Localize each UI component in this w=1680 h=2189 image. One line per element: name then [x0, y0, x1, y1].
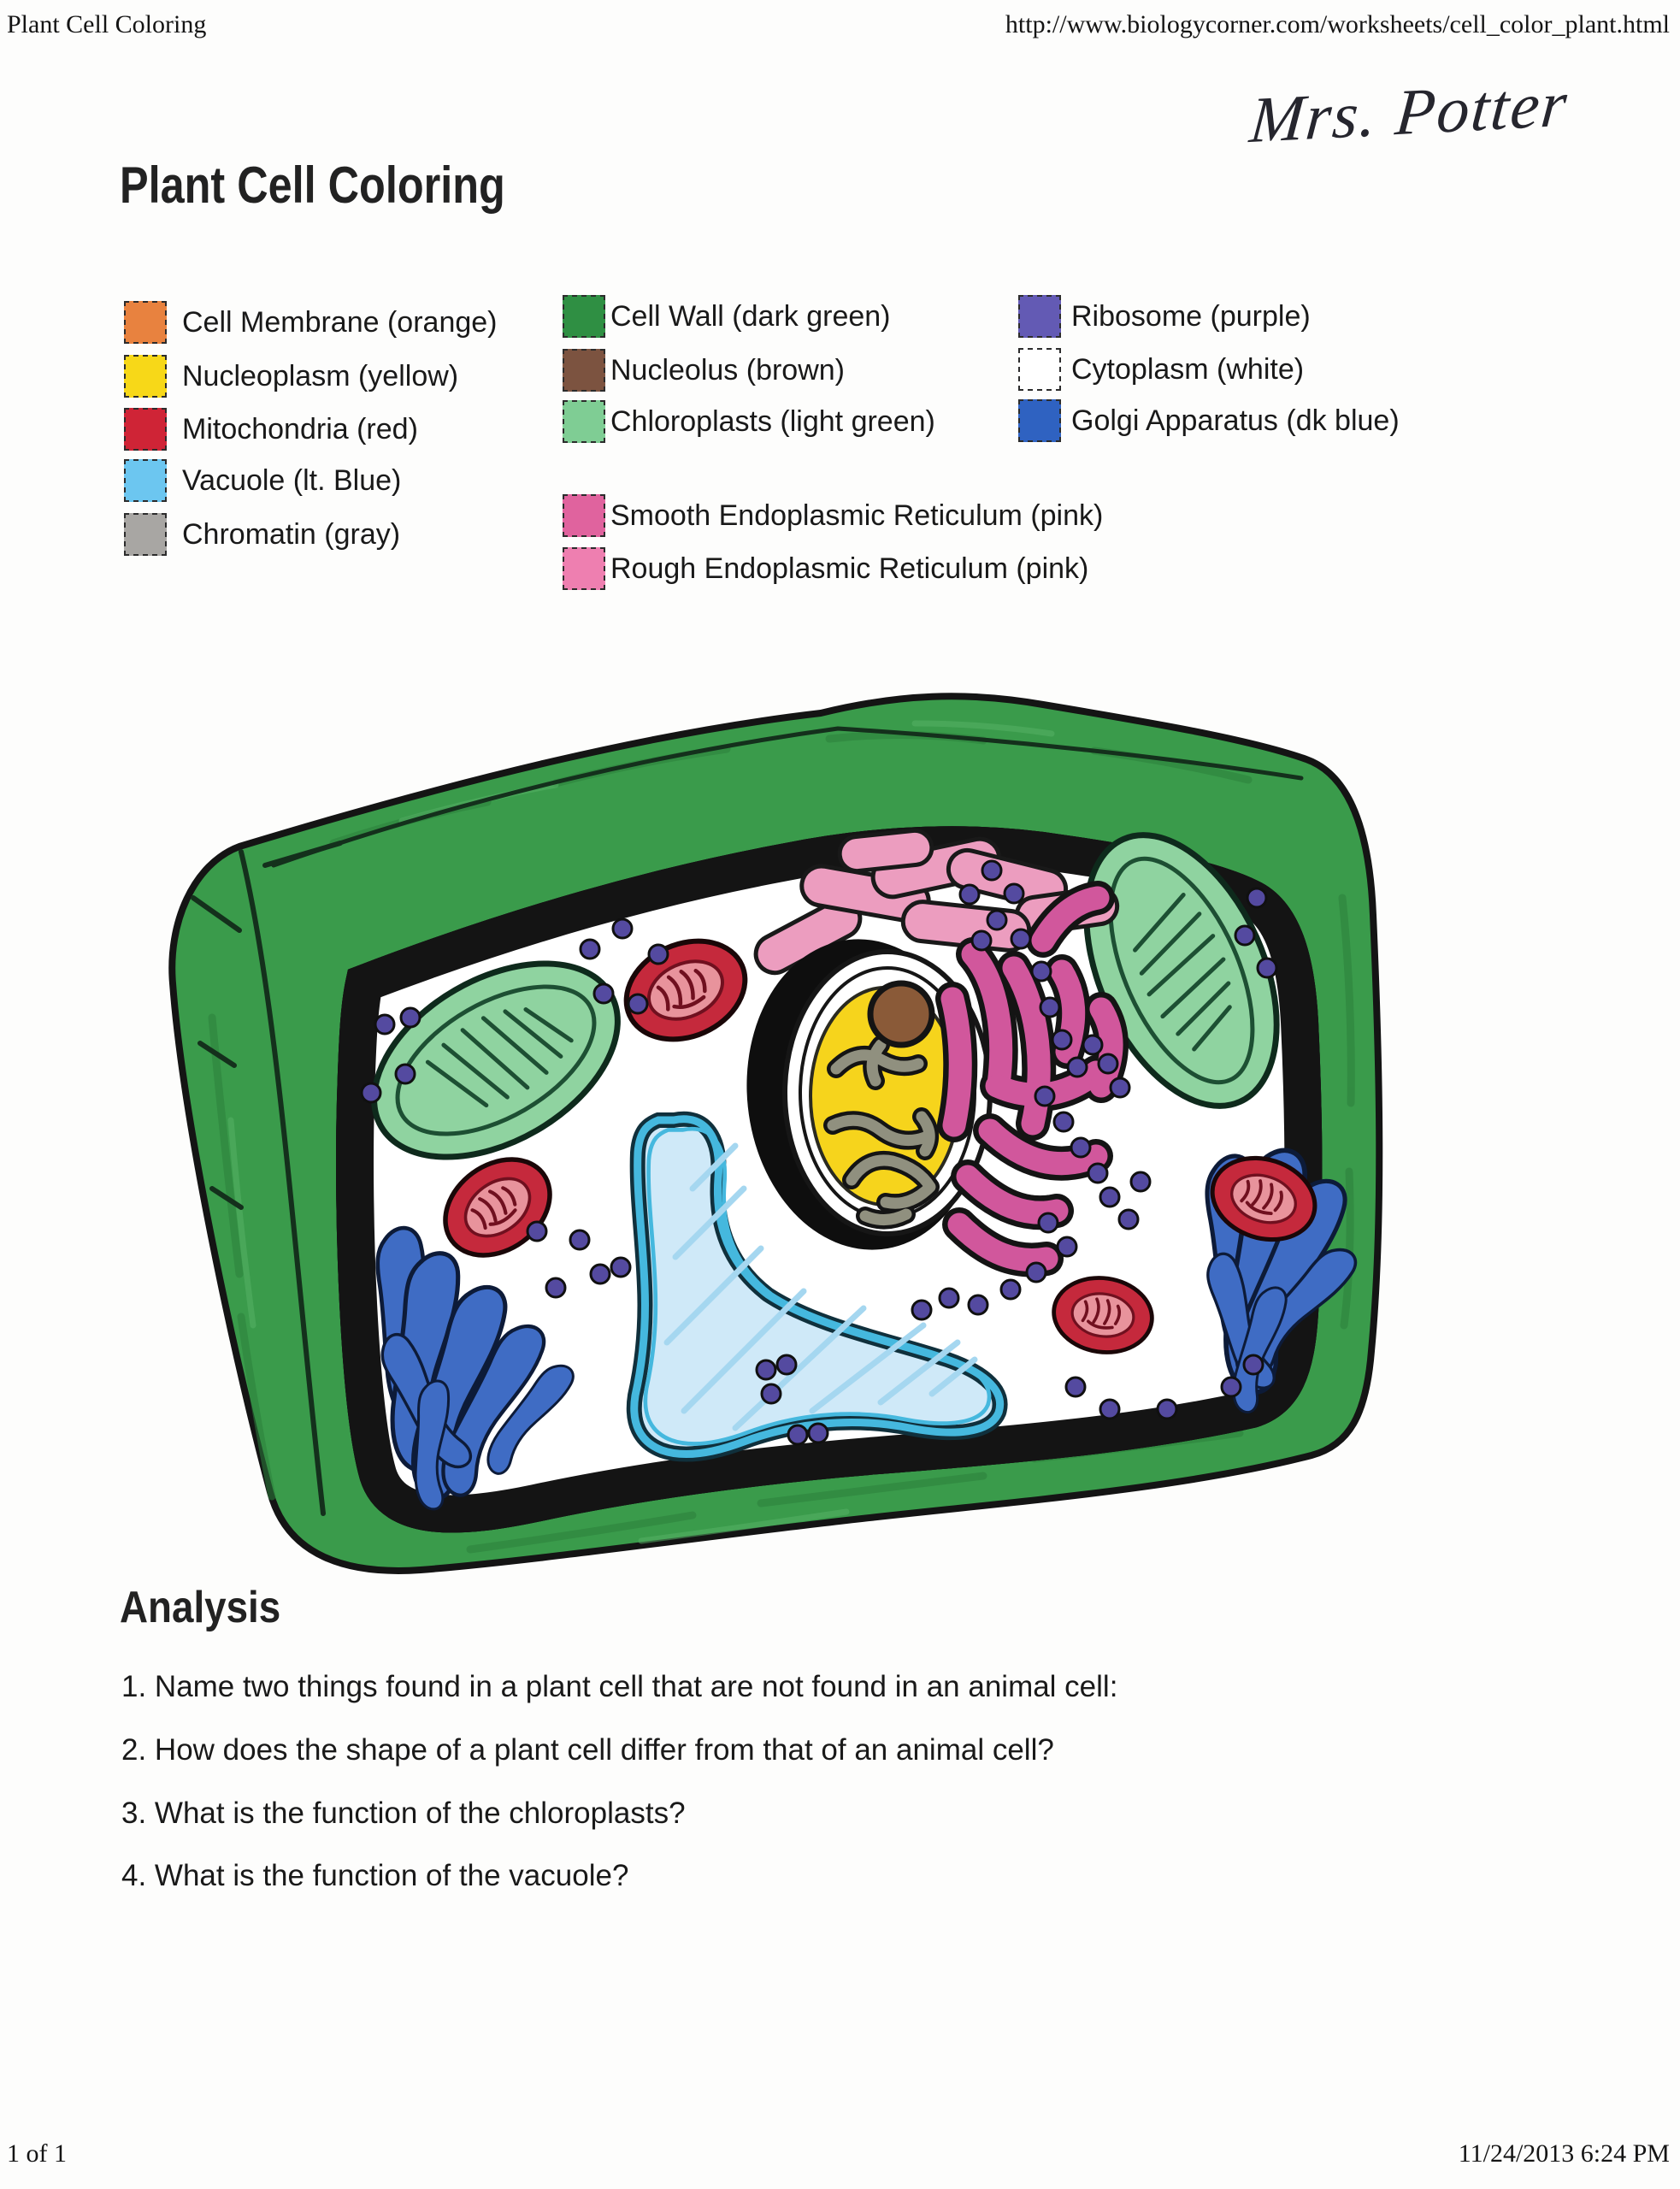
legend-item-nucleoplasm: Nucleoplasm (yellow) [124, 355, 458, 398]
legend-item-golgi: Golgi Apparatus (dk blue) [1018, 399, 1400, 442]
legend-label: Vacuole (lt. Blue) [182, 463, 402, 497]
teacher-signature: Mrs. Potter [1247, 68, 1571, 157]
legend-label: Cell Wall (dark green) [610, 299, 891, 333]
vacuole-swatch [124, 459, 167, 502]
chromatin-swatch [124, 513, 167, 556]
nucleus [746, 939, 993, 1250]
analysis-question-4: 4. What is the function of the vacuole? [121, 1859, 629, 1892]
legend-item-mitochondria: Mitochondria (red) [124, 408, 418, 451]
legend-item-cytoplasm: Cytoplasm (white) [1018, 348, 1304, 391]
nucleolus [867, 980, 935, 1048]
legend-label: Nucleolus (brown) [610, 353, 845, 386]
legend-label: Rough Endoplasmic Reticulum (pink) [610, 552, 1089, 585]
cell-wall-swatch [563, 295, 605, 338]
legend-label: Nucleoplasm (yellow) [182, 359, 459, 392]
rough-er-swatch [563, 547, 605, 590]
legend-item-vacuole: Vacuole (lt. Blue) [124, 459, 401, 502]
legend-label: Chromatin (gray) [182, 517, 401, 551]
analysis-question-3: 3. What is the function of the chloropla… [121, 1797, 686, 1830]
legend-item-cell-wall: Cell Wall (dark green) [563, 295, 891, 338]
legend-label: Cytoplasm (white) [1071, 352, 1305, 386]
cell-wall-fold-lines [191, 726, 1304, 1516]
print-header-title: Plant Cell Coloring [7, 10, 207, 38]
page-title: Plant Cell Coloring [120, 156, 505, 214]
legend-item-chloroplasts: Chloroplasts (light green) [563, 400, 935, 443]
analysis-heading: Analysis [120, 1583, 281, 1632]
analysis-question-1: 1. Name two things found in a plant cell… [121, 1670, 1118, 1703]
mitochondria-swatch [124, 408, 167, 451]
central-vacuole [634, 1119, 1000, 1454]
chloroplasts-swatch [563, 400, 605, 443]
legend-label: Ribosome (purple) [1071, 299, 1311, 333]
cytoplasm-swatch [1018, 348, 1061, 391]
legend-item-smooth-er: Smooth Endoplasmic Reticulum (pink) [563, 494, 1103, 537]
legend-item-rough-er: Rough Endoplasmic Reticulum (pink) [563, 547, 1088, 590]
legend-item-nucleolus: Nucleolus (brown) [563, 349, 845, 392]
ribosome-swatch [1018, 295, 1061, 338]
ribosome-dots [360, 859, 1278, 1446]
legend-item-chromatin: Chromatin (gray) [124, 513, 400, 556]
legend-item-cell-membrane: Cell Membrane (orange) [124, 301, 498, 344]
legend-label: Mitochondria (red) [182, 412, 418, 445]
print-footer-page-count: 1 of 1 [7, 2139, 67, 2168]
smooth-er-swatch [563, 494, 605, 537]
legend-label: Cell Membrane (orange) [182, 305, 498, 339]
legend-label: Smooth Endoplasmic Reticulum (pink) [610, 499, 1104, 532]
print-footer-timestamp: 11/24/2013 6:24 PM [1458, 2139, 1670, 2168]
analysis-question-2: 2. How does the shape of a plant cell di… [121, 1733, 1054, 1767]
legend-label: Chloroplasts (light green) [610, 404, 935, 438]
plant-cell-diagram [168, 693, 1383, 1574]
chloroplast-top-left [371, 960, 621, 1160]
nucleolus-swatch [563, 349, 605, 392]
vacuole-crayon-hatching [663, 1142, 978, 1431]
print-header-url: http://www.biologycorner.com/worksheets/… [1005, 10, 1670, 38]
nucleoplasm-swatch [124, 355, 167, 398]
cell-membrane-swatch [124, 301, 167, 344]
golgi-swatch [1018, 399, 1061, 442]
legend-label: Golgi Apparatus (dk blue) [1071, 404, 1400, 437]
legend-item-ribosome: Ribosome (purple) [1018, 295, 1311, 338]
